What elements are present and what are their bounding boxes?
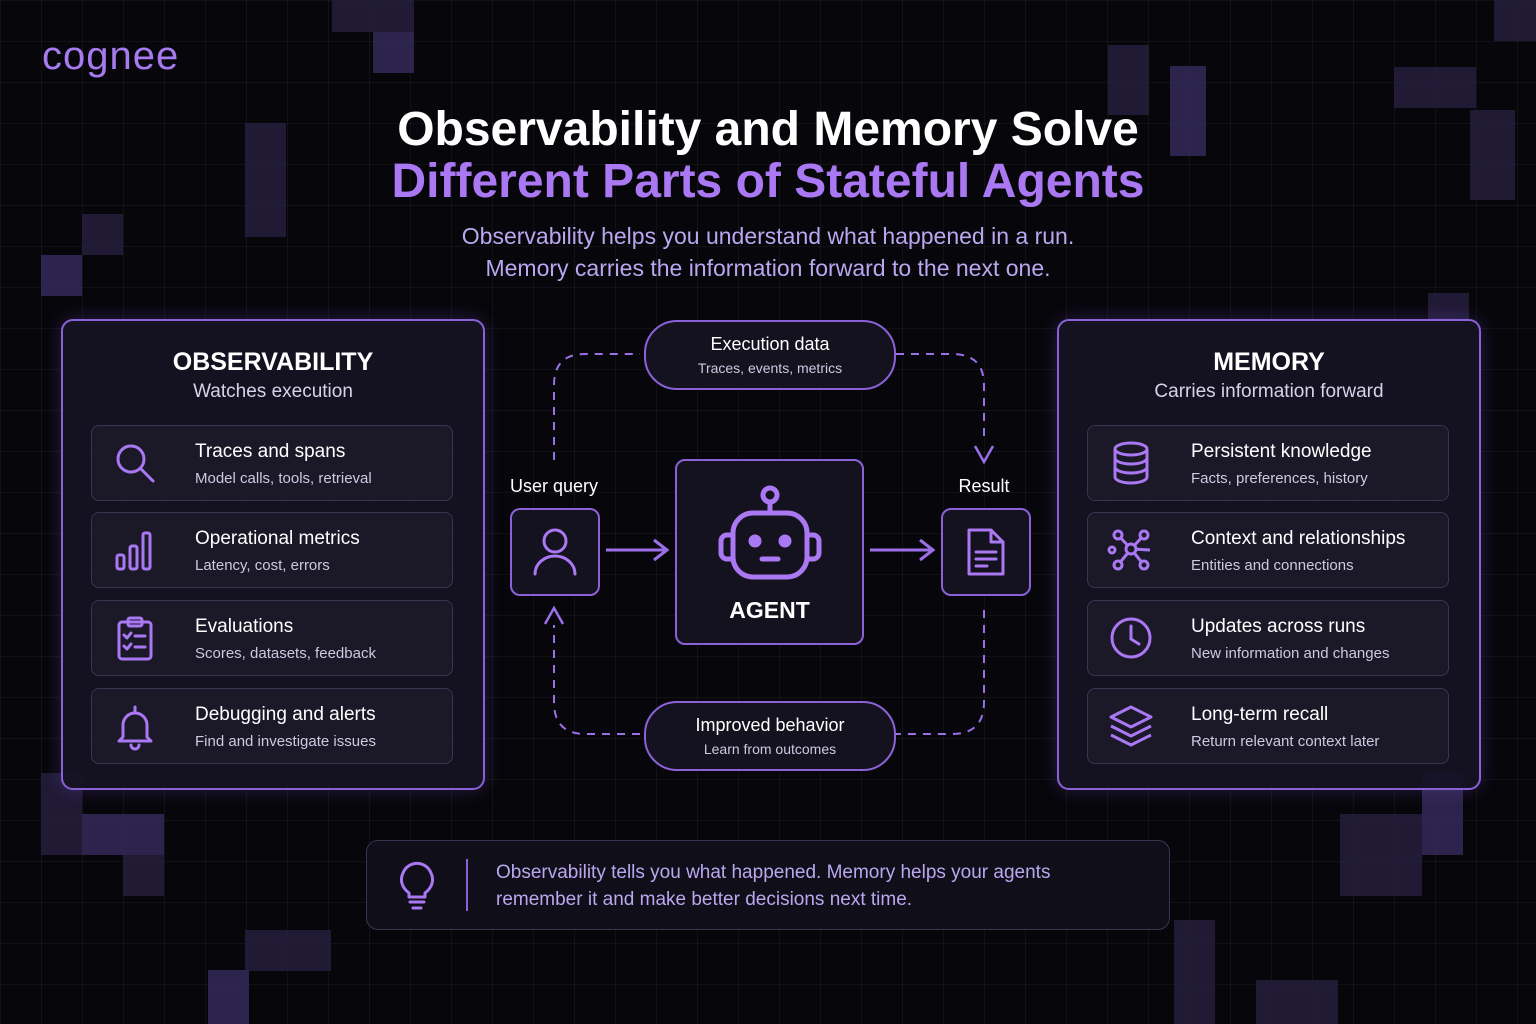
item-label: Updates across runs <box>1191 616 1366 637</box>
list-item-recall: Long-term recall Return relevant context… <box>1087 688 1449 764</box>
memory-subtitle: Carries information forward <box>1154 381 1384 402</box>
footer-text: Observability tells you what happened. M… <box>496 859 1050 913</box>
user-node <box>510 508 600 596</box>
bar-chart-icon <box>115 531 152 571</box>
search-icon <box>116 444 155 483</box>
cognee-logo: cognee <box>42 34 180 78</box>
item-label: Operational metrics <box>195 528 360 549</box>
item-desc: Model calls, tools, retrieval <box>195 470 372 487</box>
list-item-persistent: Persistent knowledge Facts, preferences,… <box>1087 425 1449 501</box>
observability-panel: OBSERVABILITY Watches execution Traces a… <box>61 319 485 790</box>
item-label: Persistent knowledge <box>1191 441 1372 462</box>
list-item-debugging: Debugging and alerts Find and investigat… <box>91 688 453 764</box>
item-label: Long-term recall <box>1191 704 1329 725</box>
lightbulb-icon <box>399 861 435 910</box>
agent-label: AGENT <box>729 597 810 623</box>
execution-data-pill: Execution data Traces, events, metrics <box>644 320 896 390</box>
database-icon <box>1113 441 1149 485</box>
item-desc: Return relevant context later <box>1191 733 1380 750</box>
item-label: Evaluations <box>195 616 294 637</box>
improved-behavior-pill: Improved behavior Learn from outcomes <box>644 701 896 771</box>
list-item-traces: Traces and spans Model calls, tools, ret… <box>91 425 453 501</box>
clipboard-check-icon <box>117 616 153 661</box>
execution-data-label: Execution data <box>710 334 830 354</box>
item-desc: New information and changes <box>1191 645 1390 662</box>
footer-callout: Observability tells you what happened. M… <box>366 840 1170 930</box>
improved-behavior-desc: Learn from outcomes <box>703 741 837 757</box>
footer-line-1: Observability tells you what happened. M… <box>496 862 1051 883</box>
user-query-label: User query <box>509 476 599 496</box>
footer-line-2: remember it and make better decisions ne… <box>496 889 913 910</box>
footer-divider <box>466 859 468 911</box>
item-desc: Entities and connections <box>1191 557 1354 574</box>
item-desc: Find and investigate issues <box>195 733 376 750</box>
item-desc: Latency, cost, errors <box>195 557 330 574</box>
document-icon <box>967 528 1005 576</box>
bell-icon <box>117 705 153 751</box>
observability-title: OBSERVABILITY <box>172 348 374 376</box>
observability-subtitle: Watches execution <box>193 381 353 402</box>
agent-node: AGENT <box>675 459 864 645</box>
result-label: Result <box>958 476 1010 496</box>
list-item-evaluations: Evaluations Scores, datasets, feedback <box>91 600 453 676</box>
item-label: Traces and spans <box>195 441 346 462</box>
graph-icon <box>1107 529 1151 571</box>
item-label: Debugging and alerts <box>195 704 376 725</box>
subtitle-line-1: Observability helps you understand what … <box>461 223 1075 249</box>
list-item-metrics: Operational metrics Latency, cost, error… <box>91 512 453 588</box>
subtitle-line-2: Memory carries the information forward t… <box>485 255 1051 281</box>
title-line-1: Observability and Memory Solve <box>397 103 1139 156</box>
list-item-updates: Updates across runs New information and … <box>1087 600 1449 676</box>
item-label: Context and relationships <box>1191 528 1406 549</box>
execution-data-desc: Traces, events, metrics <box>697 360 843 376</box>
clock-icon <box>1110 617 1152 659</box>
layers-icon <box>1109 705 1153 747</box>
improved-behavior-label: Improved behavior <box>695 715 845 735</box>
memory-title: MEMORY <box>1213 348 1325 376</box>
item-desc: Facts, preferences, history <box>1191 470 1368 487</box>
item-desc: Scores, datasets, feedback <box>195 645 376 662</box>
result-node <box>941 508 1031 596</box>
memory-panel: MEMORY Carries information forward Persi… <box>1057 319 1481 790</box>
title-line-2: Different Parts of Stateful Agents <box>391 155 1145 208</box>
user-icon <box>533 528 577 576</box>
robot-icon <box>718 485 822 580</box>
list-item-context: Context and relationships Entities and c… <box>1087 512 1449 588</box>
